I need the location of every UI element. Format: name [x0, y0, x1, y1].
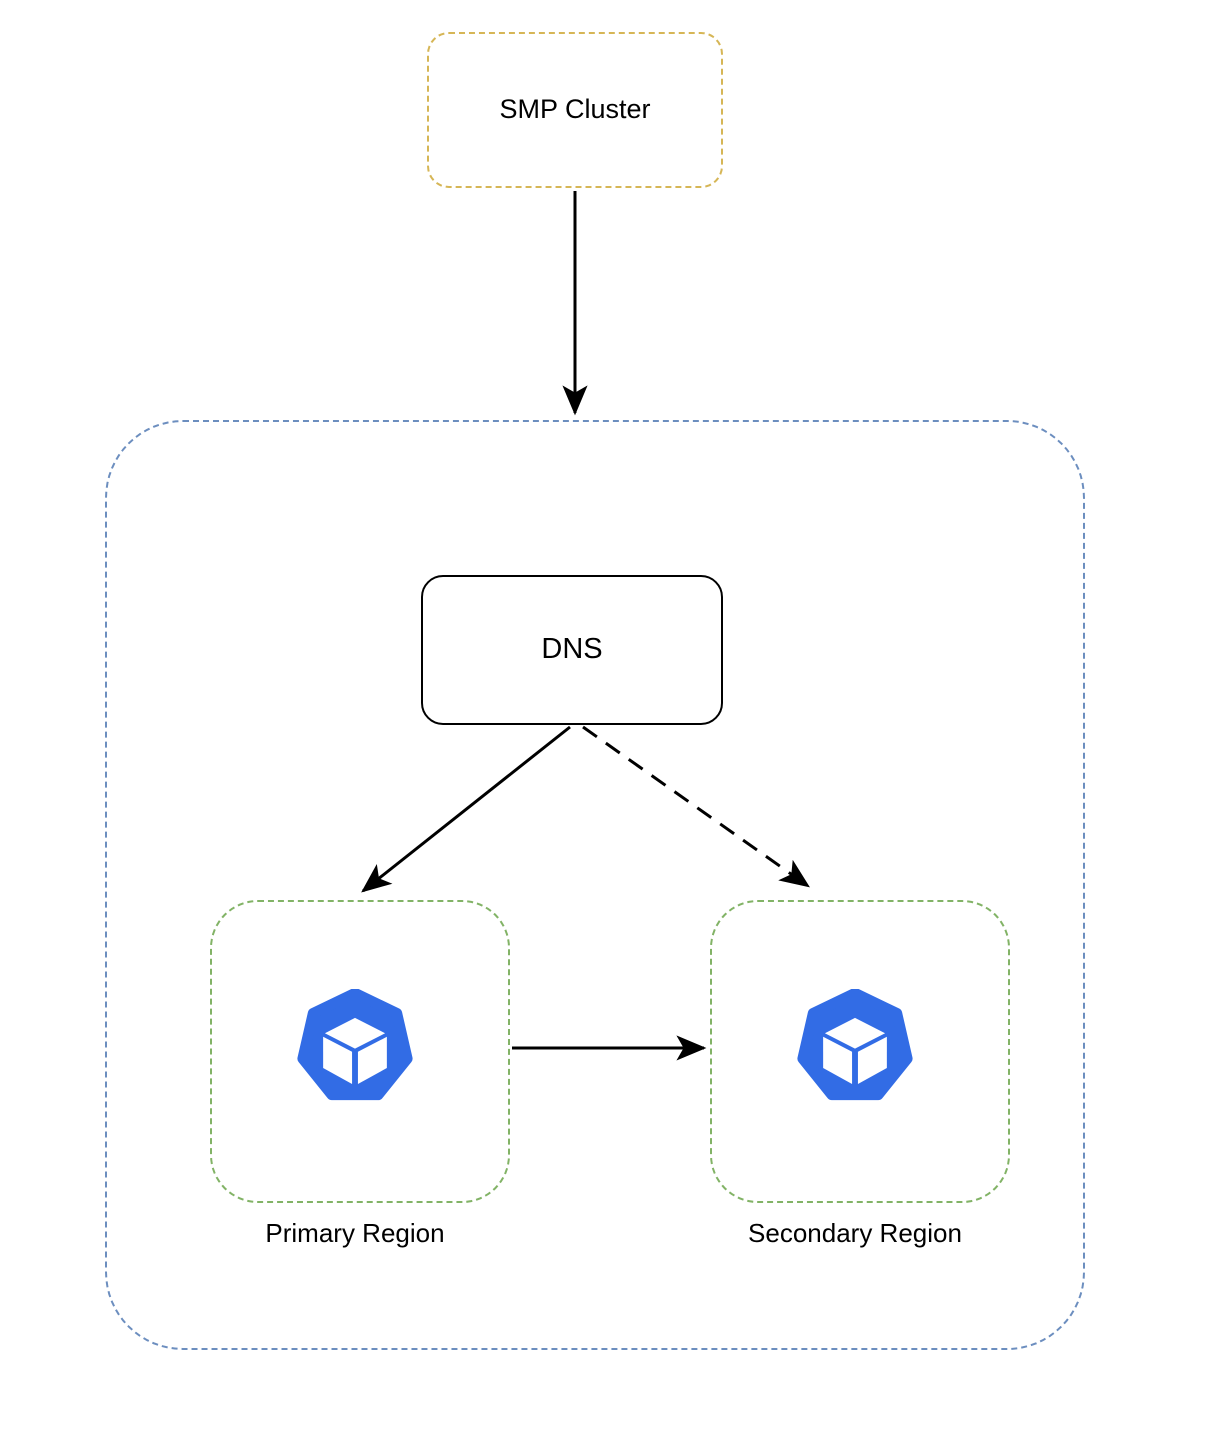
- kubernetes-icon: [797, 989, 913, 1101]
- primary-region-label: Primary Region: [265, 1218, 445, 1248]
- primary-region-box[interactable]: [210, 900, 510, 1203]
- smp-cluster-box[interactable]: SMP Cluster: [427, 32, 723, 188]
- secondary-region-label: Secondary Region: [748, 1218, 962, 1248]
- dns-box[interactable]: DNS: [421, 575, 723, 725]
- global-container-box[interactable]: [105, 420, 1085, 1350]
- dns-label: DNS: [541, 633, 603, 665]
- secondary-region-box[interactable]: [710, 900, 1010, 1203]
- kubernetes-icon: [297, 989, 413, 1101]
- smp-cluster-label: SMP Cluster: [499, 94, 651, 124]
